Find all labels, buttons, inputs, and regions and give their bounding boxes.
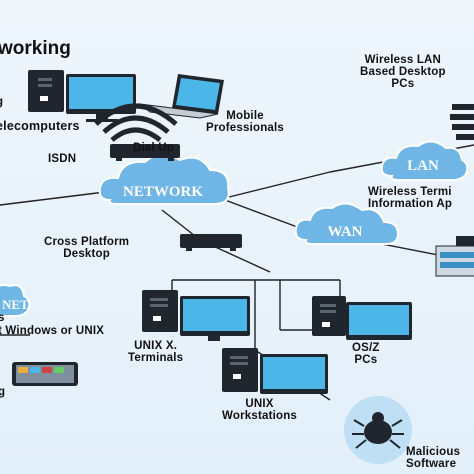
unix-workstations-label: UNIX Workstations — [222, 398, 297, 422]
wireless-signal-icon — [94, 103, 178, 143]
left-bottom-label: g — [0, 386, 6, 398]
isdn-label: ISDN — [48, 153, 77, 165]
wireless-lan-label: Wireless LAN Based Desktop PCs — [360, 54, 446, 90]
partial-left-label: g — [0, 96, 3, 108]
osz-line2: PCs — [354, 354, 378, 366]
unix-x-line2: Terminals — [128, 352, 184, 364]
telecomputers-label: elecomputers — [0, 119, 80, 133]
wan-cloud — [294, 202, 400, 245]
left-s-label: s — [0, 312, 5, 324]
network-cloud-label: NETWORK — [123, 184, 203, 200]
cross-platform-line1: Cross Platform — [44, 236, 130, 248]
malicious-line2: Software — [406, 458, 457, 470]
malicious-software-label: Malicious Software — [406, 446, 460, 470]
osz-pc-icon — [312, 296, 412, 340]
wireless-term-line2: Information Ap — [368, 198, 453, 210]
lan-cloud — [380, 140, 469, 181]
wireless-lan-line1: Wireless LAN — [364, 54, 442, 66]
wireless-terminal-label: Wireless Termi Information Ap — [368, 186, 452, 210]
osz-line1: OS/Z — [352, 342, 380, 354]
network-cloud — [98, 153, 230, 205]
mobile-professionals-label: Mobile Professionals — [206, 110, 284, 134]
laptop-icon — [138, 74, 224, 119]
cross-platform-label: Cross Platform Desktop — [44, 236, 129, 260]
page-title: working — [0, 38, 71, 59]
lan-cloud-label: LAN — [407, 158, 439, 174]
wireless-term-line1: Wireless Termi — [368, 186, 452, 198]
server-building-icon — [435, 236, 474, 277]
desktop-pc-icon — [28, 70, 136, 122]
internet-cloud — [0, 284, 31, 317]
unix-x-terminal-icon — [142, 290, 250, 341]
unix-x-line1: UNIX X. — [134, 340, 178, 352]
unix-ws-line2: Workstations — [222, 410, 298, 422]
unix-x-terminals-label: UNIX X. Terminals — [128, 340, 183, 364]
wan-cloud-label: WAN — [327, 224, 362, 240]
cross-platform-line2: Desktop — [63, 248, 111, 260]
internet-cloud-label: NET — [2, 297, 29, 312]
unix-ws-line1: UNIX — [245, 398, 274, 410]
wireless-lan-line2: Based Desktop — [360, 66, 446, 78]
wireless-lan-line3: PCs — [391, 78, 415, 90]
dial-up-label: Dial Up — [133, 142, 175, 154]
tablet-icon — [12, 362, 78, 386]
dial-up-router-icon — [110, 144, 180, 161]
malicious-line1: Malicious — [406, 446, 461, 458]
cross-platform-router-icon — [180, 234, 242, 251]
windows-unix-label: t Windows or UNIX — [0, 325, 105, 337]
mobile-label-line1: Mobile — [226, 110, 264, 122]
osz-pcs-label: OS/Z PCs — [352, 342, 380, 366]
mobile-label-line2: Professionals — [206, 122, 285, 134]
unix-workstation-icon — [222, 348, 328, 394]
virus-icon — [344, 396, 412, 464]
wireless-signal-right-icon — [450, 104, 474, 140]
